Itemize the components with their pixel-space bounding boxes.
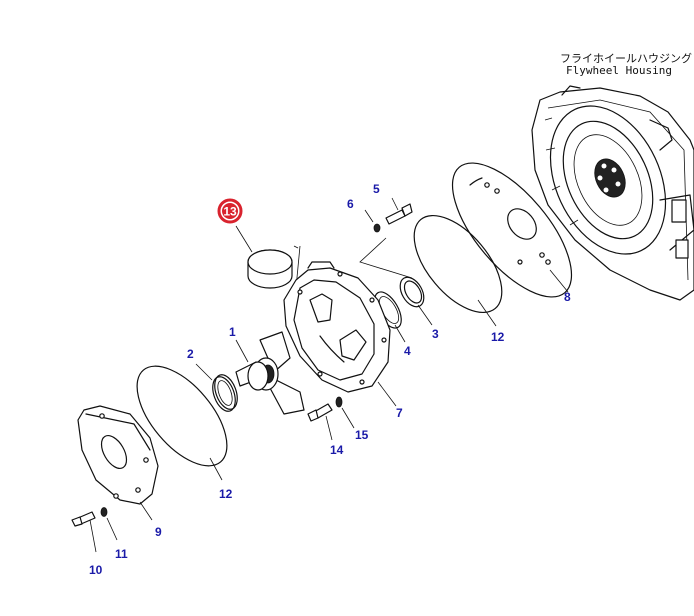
part-15-washer	[335, 396, 355, 429]
part-9-plate	[77, 405, 159, 521]
callout-11[interactable]: 11	[115, 547, 128, 561]
callout-8[interactable]: 8	[564, 290, 571, 304]
callout-4[interactable]: 4	[404, 344, 411, 358]
callout-15[interactable]: 15	[355, 428, 369, 442]
part-8-plate	[451, 162, 573, 298]
part-3-seal	[399, 276, 433, 326]
part-11-washer	[100, 507, 118, 541]
part-14-bolt	[307, 403, 333, 441]
caption-english: Flywheel Housing	[566, 64, 672, 77]
part-1-fan-hub	[235, 331, 305, 415]
flywheel-housing	[531, 85, 694, 301]
part-13-cap	[235, 225, 293, 289]
caption-japanese: フライホイールハウジング	[560, 51, 692, 65]
callout-12-lower[interactable]: 12	[219, 487, 233, 501]
callout-3[interactable]: 3	[432, 327, 439, 341]
callout-14[interactable]: 14	[330, 443, 344, 457]
callout-7[interactable]: 7	[396, 406, 403, 420]
callout-6[interactable]: 6	[347, 197, 354, 211]
part-10-bolt	[71, 511, 97, 553]
callout-9[interactable]: 9	[155, 525, 162, 539]
callout-5[interactable]: 5	[373, 182, 380, 196]
part-12-gasket-upper	[413, 214, 503, 327]
part-5-bolt	[385, 197, 413, 225]
badge-13-label: 13	[223, 205, 237, 219]
part-6-washer	[364, 209, 381, 233]
part-7-housing-cover	[283, 261, 397, 407]
part-12-gasket-lower	[136, 365, 228, 481]
part-2-seal	[195, 363, 238, 412]
highlight-badge-13[interactable]: 13	[217, 198, 243, 224]
callout-1[interactable]: 1	[229, 325, 236, 339]
callout-12-upper[interactable]: 12	[491, 330, 505, 344]
leader-5-6	[359, 237, 413, 279]
callout-10[interactable]: 10	[89, 563, 103, 577]
callout-2[interactable]: 2	[187, 347, 194, 361]
